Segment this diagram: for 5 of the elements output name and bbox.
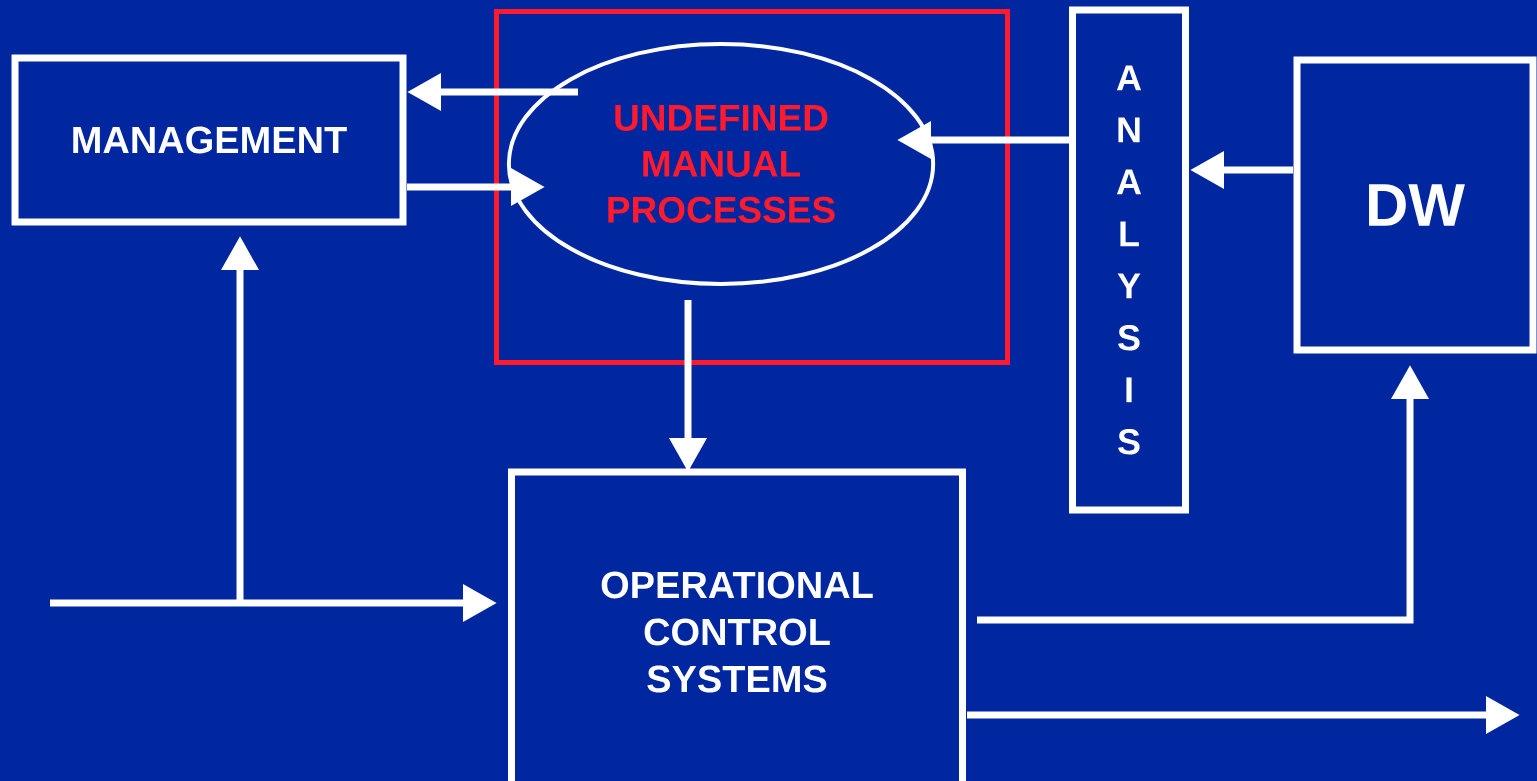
process-box: MANAGEMENT — [11, 54, 407, 226]
outline-frame — [494, 9, 1010, 365]
process-box: DW — [1293, 56, 1537, 354]
process-box: OPERATIONAL CONTROL SYSTEMS — [508, 468, 966, 781]
process-box: ANALYSIS — [1069, 6, 1189, 514]
